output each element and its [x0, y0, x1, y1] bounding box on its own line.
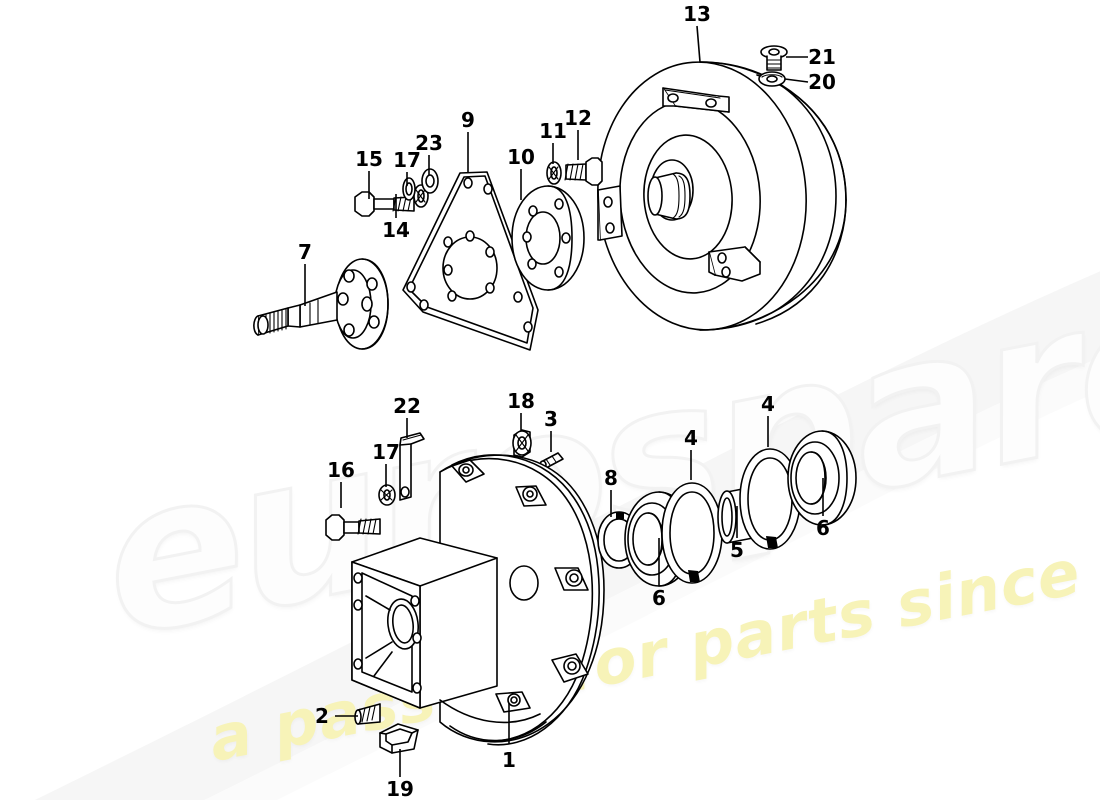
part-stud-2: [354, 703, 381, 725]
part-bell-housing: [351, 454, 605, 746]
converter-drive-lug: [597, 185, 623, 241]
callout-number-6: 6: [652, 586, 666, 610]
part-snapring-4a: [661, 482, 723, 584]
callout-number-4b: 4: [761, 392, 775, 416]
housing-mounting-boss: [495, 691, 531, 713]
callout-number-21: 21: [808, 45, 836, 69]
part-washer-17: [402, 177, 416, 201]
part-gasket-plate: [402, 171, 539, 351]
callout-number-10: 10: [507, 145, 535, 169]
callout-number-2: 2: [315, 704, 329, 728]
callout-leader-13: [696, 25, 701, 63]
callout-number-15: 15: [355, 147, 383, 171]
part-lockwasher-17b: [378, 484, 396, 506]
converter-drive-lug: [708, 246, 761, 282]
callout-number-12: 12: [564, 106, 592, 130]
part-torque-converter: [597, 61, 847, 331]
converter-hub: [647, 172, 691, 220]
callout-number-17b: 17: [372, 440, 400, 464]
callout-leader-20: [784, 78, 809, 83]
callout-number-8: 8: [604, 466, 618, 490]
part-clamp-19: [379, 723, 419, 754]
callout-number-11: 11: [539, 119, 567, 143]
callout-number-18: 18: [507, 389, 535, 413]
callout-number-19: 19: [386, 777, 414, 800]
callout-number-3: 3: [544, 407, 558, 431]
housing-mounting-boss: [554, 567, 589, 591]
callout-number-6b: 6: [816, 516, 830, 540]
part-screw-21: [760, 45, 788, 71]
part-bolt-16: [325, 514, 381, 541]
part-washer-23: [421, 168, 439, 194]
housing-mounting-boss: [451, 459, 485, 483]
callout-number-1: 1: [502, 748, 516, 772]
callout-number-16: 16: [327, 458, 355, 482]
callout-leaders: [304, 25, 824, 777]
callout-number-17: 17: [393, 148, 421, 172]
part-lockwasher-11: [546, 161, 562, 185]
callout-number-13: 13: [683, 2, 711, 26]
part-input-shaft: [253, 258, 389, 350]
part-bolt-12: [564, 157, 603, 186]
callout-number-5: 5: [730, 538, 744, 562]
callout-number-7: 7: [298, 240, 312, 264]
part-bearing-6b: [787, 430, 857, 526]
part-washer-20: [758, 71, 786, 87]
callout-number-23: 23: [415, 131, 443, 155]
part-retaining-strap: [399, 432, 425, 501]
housing-mounting-boss: [551, 653, 589, 683]
callout-number-4: 4: [684, 426, 698, 450]
housing-mounting-boss: [515, 485, 547, 507]
part-drive-plate: [511, 185, 585, 291]
callout-number-14: 14: [382, 218, 410, 242]
part-nut-18: [512, 429, 532, 458]
housing-extension-box: [351, 537, 498, 709]
callout-number-22: 22: [393, 394, 421, 418]
callout-number-20: 20: [808, 70, 836, 94]
converter-drive-lug: [662, 87, 730, 113]
callout-number-9: 9: [461, 108, 475, 132]
